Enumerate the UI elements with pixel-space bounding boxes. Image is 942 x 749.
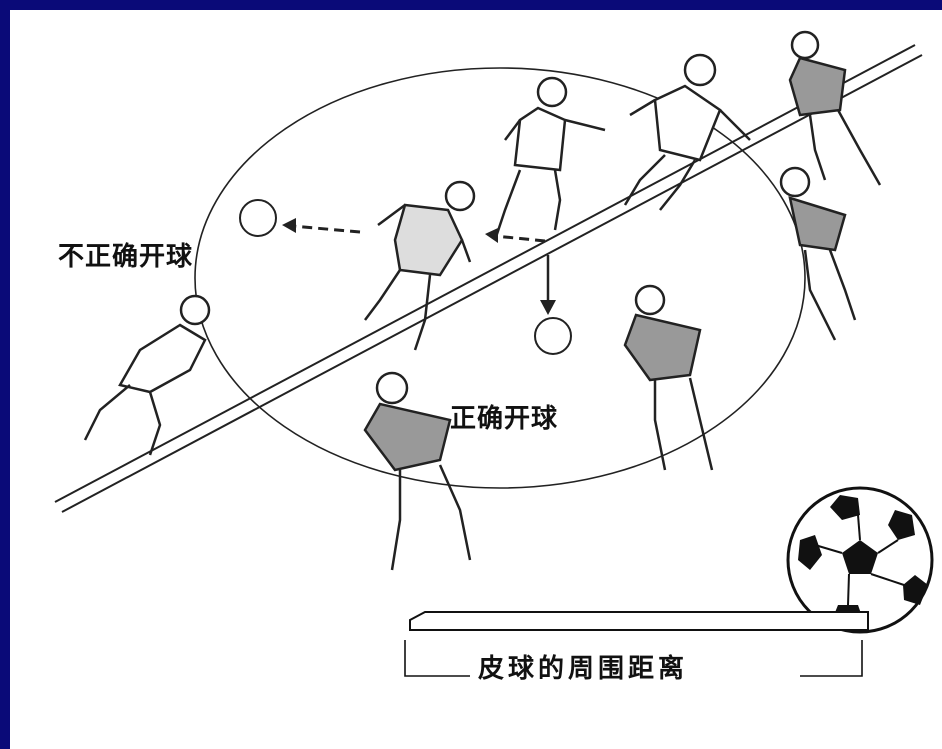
incorrect-arrow-icon bbox=[291, 224, 361, 234]
ball-circumference-label: 皮球的周围距离 bbox=[478, 654, 689, 684]
circumference-bar bbox=[409, 611, 869, 631]
incorrect-ball-icon bbox=[239, 199, 277, 237]
player-figure-icon bbox=[493, 76, 606, 241]
player-figure-icon bbox=[364, 180, 476, 351]
player-figure-icon bbox=[623, 284, 714, 471]
soccer-ball-icon bbox=[786, 486, 934, 634]
player-figure-icon bbox=[83, 294, 211, 456]
incorrect-kickoff-label: 不正确开球 bbox=[58, 242, 194, 272]
correct-kickoff-label: 正确开球 bbox=[450, 404, 559, 434]
correct-ball-icon bbox=[534, 317, 572, 355]
player-figure-icon bbox=[779, 166, 857, 341]
halfway-line bbox=[54, 44, 923, 513]
player-figure-icon bbox=[623, 53, 751, 211]
circumference-bracket bbox=[404, 640, 863, 677]
player-figure-icon bbox=[363, 371, 472, 571]
pass-back-arrow-icon bbox=[494, 234, 546, 243]
center-circle bbox=[194, 67, 806, 489]
player-figure-icon bbox=[788, 30, 882, 186]
